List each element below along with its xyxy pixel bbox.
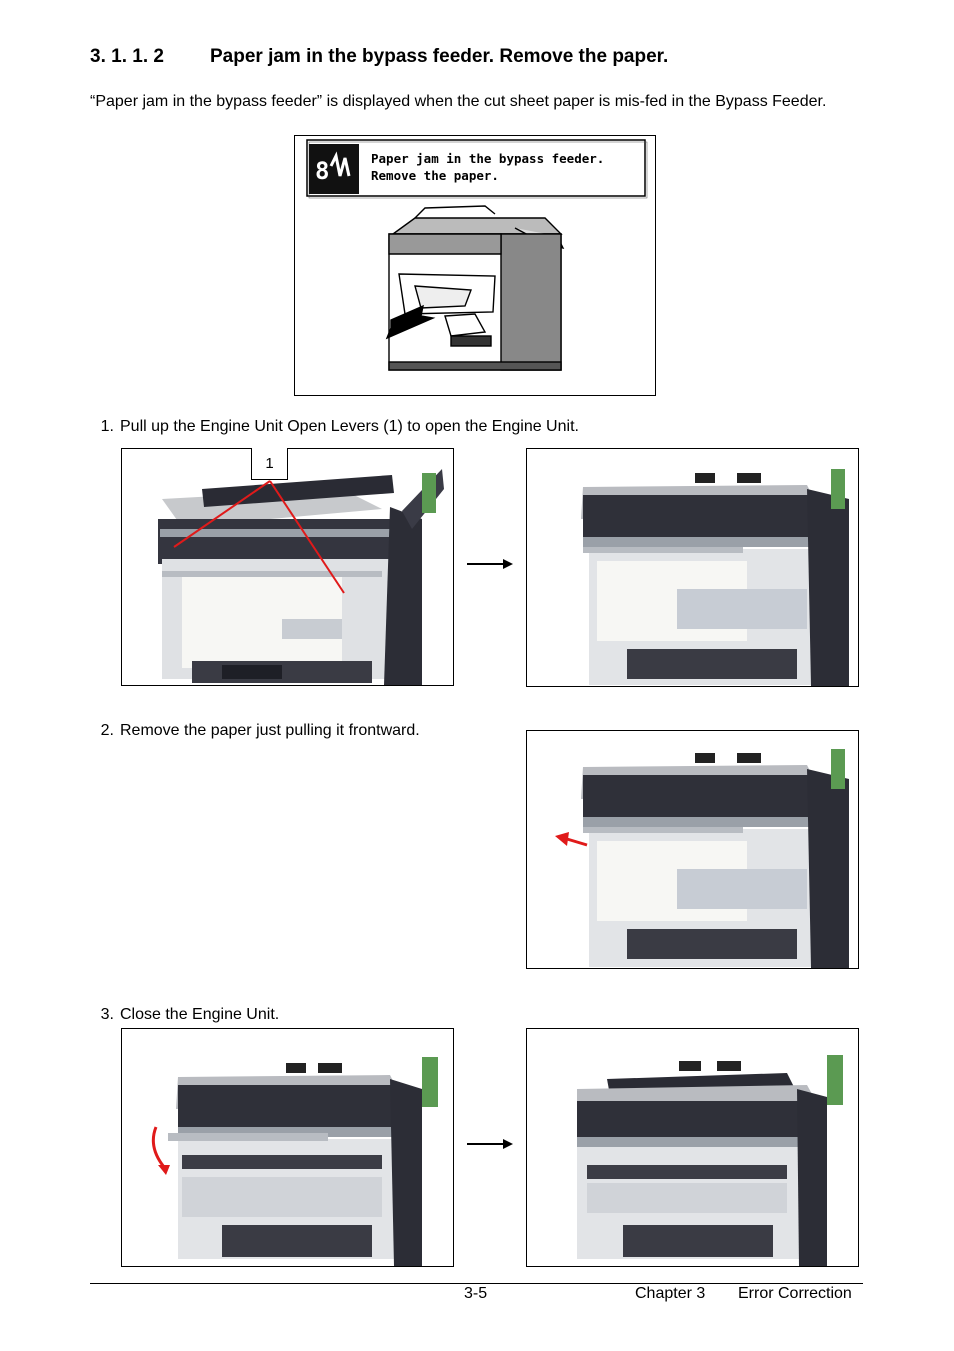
footer-chapter: Chapter 3 bbox=[635, 1285, 706, 1302]
step-2-text: Remove the paper just pulling it frontwa… bbox=[120, 722, 420, 739]
step-1-text: Pull up the Engine Unit Open Levers (1) … bbox=[120, 418, 579, 435]
page-number: 3-5 bbox=[464, 1285, 488, 1302]
step-3: 3.Close the Engine Unit. bbox=[100, 1006, 280, 1023]
step-3-photo-before bbox=[121, 1028, 454, 1267]
step-3-photo-after bbox=[526, 1028, 859, 1267]
step-1-photo-before bbox=[121, 448, 454, 686]
jammed-printer-illustration bbox=[385, 205, 565, 371]
pull-arrow-icon bbox=[555, 832, 588, 847]
section-title: Paper jam in the bypass feeder. Remove t… bbox=[210, 46, 669, 67]
close-direction-arrow-icon bbox=[151, 1126, 170, 1175]
lever-callout-number: 1 bbox=[265, 455, 274, 472]
intro-paragraph: “Paper jam in the bypass feeder” is disp… bbox=[90, 93, 827, 110]
jam-indicator-icon: 8 bbox=[309, 144, 359, 194]
svg-text:8: 8 bbox=[315, 157, 329, 185]
display-panel-figure: 8 Paper jam in the bypass feeder. Remove… bbox=[294, 135, 656, 396]
step-2-photo bbox=[526, 730, 859, 969]
arrow-right-icon bbox=[467, 559, 513, 569]
footer-section: Error Correction bbox=[738, 1285, 852, 1302]
panel-message-line1: Paper jam in the bypass feeder. bbox=[371, 151, 604, 166]
step-2: 2.Remove the paper just pulling it front… bbox=[100, 722, 420, 739]
step-3-text: Close the Engine Unit. bbox=[120, 1006, 280, 1023]
step-1: 1.Pull up the Engine Unit Open Levers (1… bbox=[100, 418, 579, 435]
section-number: 3. 1. 1. 2 bbox=[90, 46, 164, 67]
lever-callout-box: 1 bbox=[251, 448, 288, 480]
arrow-right-icon bbox=[467, 1139, 513, 1149]
section-heading: 3. 1. 1. 2 Paper jam in the bypass feeder… bbox=[90, 46, 668, 68]
panel-message-line2: Remove the paper. bbox=[371, 168, 499, 183]
step-1-photo-after bbox=[526, 448, 859, 687]
footer-rule bbox=[90, 1283, 863, 1284]
